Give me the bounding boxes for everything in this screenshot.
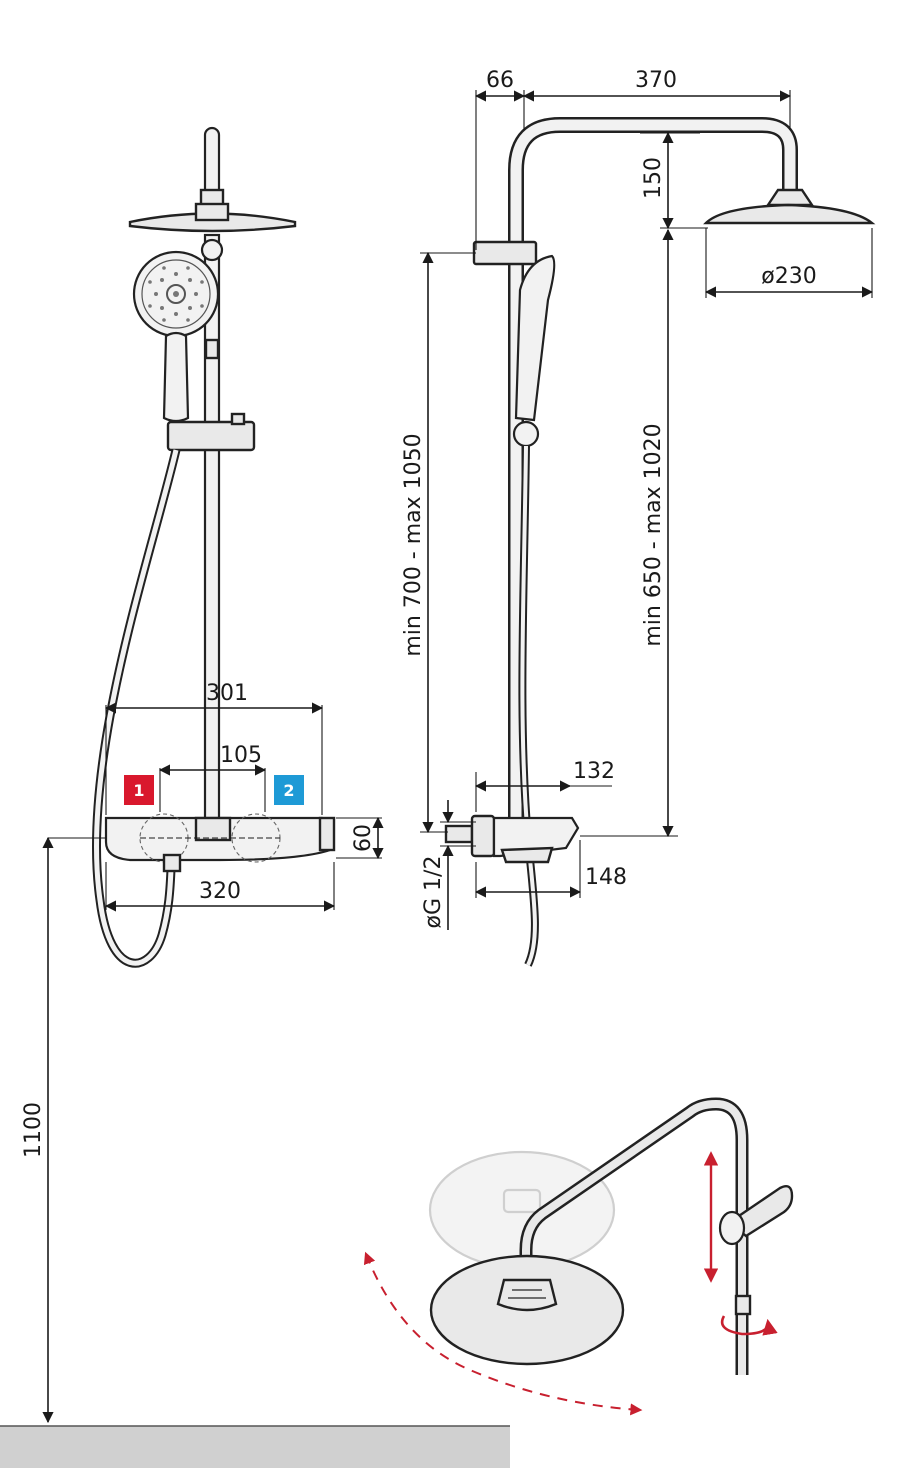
front-view: 301 105 320 60 1 2 1100 (21, 126, 384, 1424)
dim-side-head-diameter: ø230 (761, 264, 816, 289)
swivel-arc-arrow (363, 1251, 643, 1416)
floor (0, 1426, 510, 1468)
front-hose (91, 448, 181, 968)
hand-shower-nozzles-icon (148, 266, 204, 322)
side-thermostat-body (492, 816, 580, 858)
dim-front-spacing-105: 105 (220, 743, 262, 768)
dim-side-range-head: min 650 - max 1020 (641, 423, 666, 646)
side-slider-bracket (472, 240, 538, 266)
dim-side-drop-150: 150 (641, 157, 666, 199)
front-slider-bracket (166, 420, 256, 452)
front-overhead-shower-head (128, 212, 297, 233)
cold-water-badge (274, 775, 304, 805)
rotation-arrow-icon (720, 1315, 778, 1336)
dim-side-depth-148: 148 (585, 865, 627, 890)
side-head-connector (765, 188, 815, 207)
dim-side-thread: øG 1/2 (421, 856, 446, 929)
detail-slider (728, 1185, 794, 1238)
dim-front-width-320: 320 (199, 879, 241, 904)
front-top-pipe (203, 126, 221, 200)
cold-water-badge-label: 2 (283, 781, 294, 800)
hot-water-badge-label: 1 (133, 781, 144, 800)
side-overhead-shower-head (703, 203, 876, 225)
adjustment-detail (363, 1025, 794, 1416)
dim-side-depth-132: 132 (573, 759, 615, 784)
front-thermostat-control (194, 816, 232, 842)
front-bar-joint (200, 238, 224, 262)
hot-water-badge (124, 775, 154, 805)
dim-side-offset-66: 66 (486, 68, 514, 93)
side-hand-shower (514, 254, 556, 422)
dim-side-range-bar: min 700 - max 1050 (401, 433, 426, 656)
front-hand-shower-handle (162, 331, 190, 423)
side-wall-connector (444, 824, 474, 844)
dim-side-arm-370: 370 (635, 68, 677, 93)
dim-mount-height-1100: 1100 (21, 1102, 46, 1158)
side-view: 66 370 150 ø230 min 700 - max 1050 min 6… (401, 68, 876, 967)
dim-front-width-301: 301 (206, 681, 248, 706)
dim-front-height-60: 60 (351, 824, 376, 852)
